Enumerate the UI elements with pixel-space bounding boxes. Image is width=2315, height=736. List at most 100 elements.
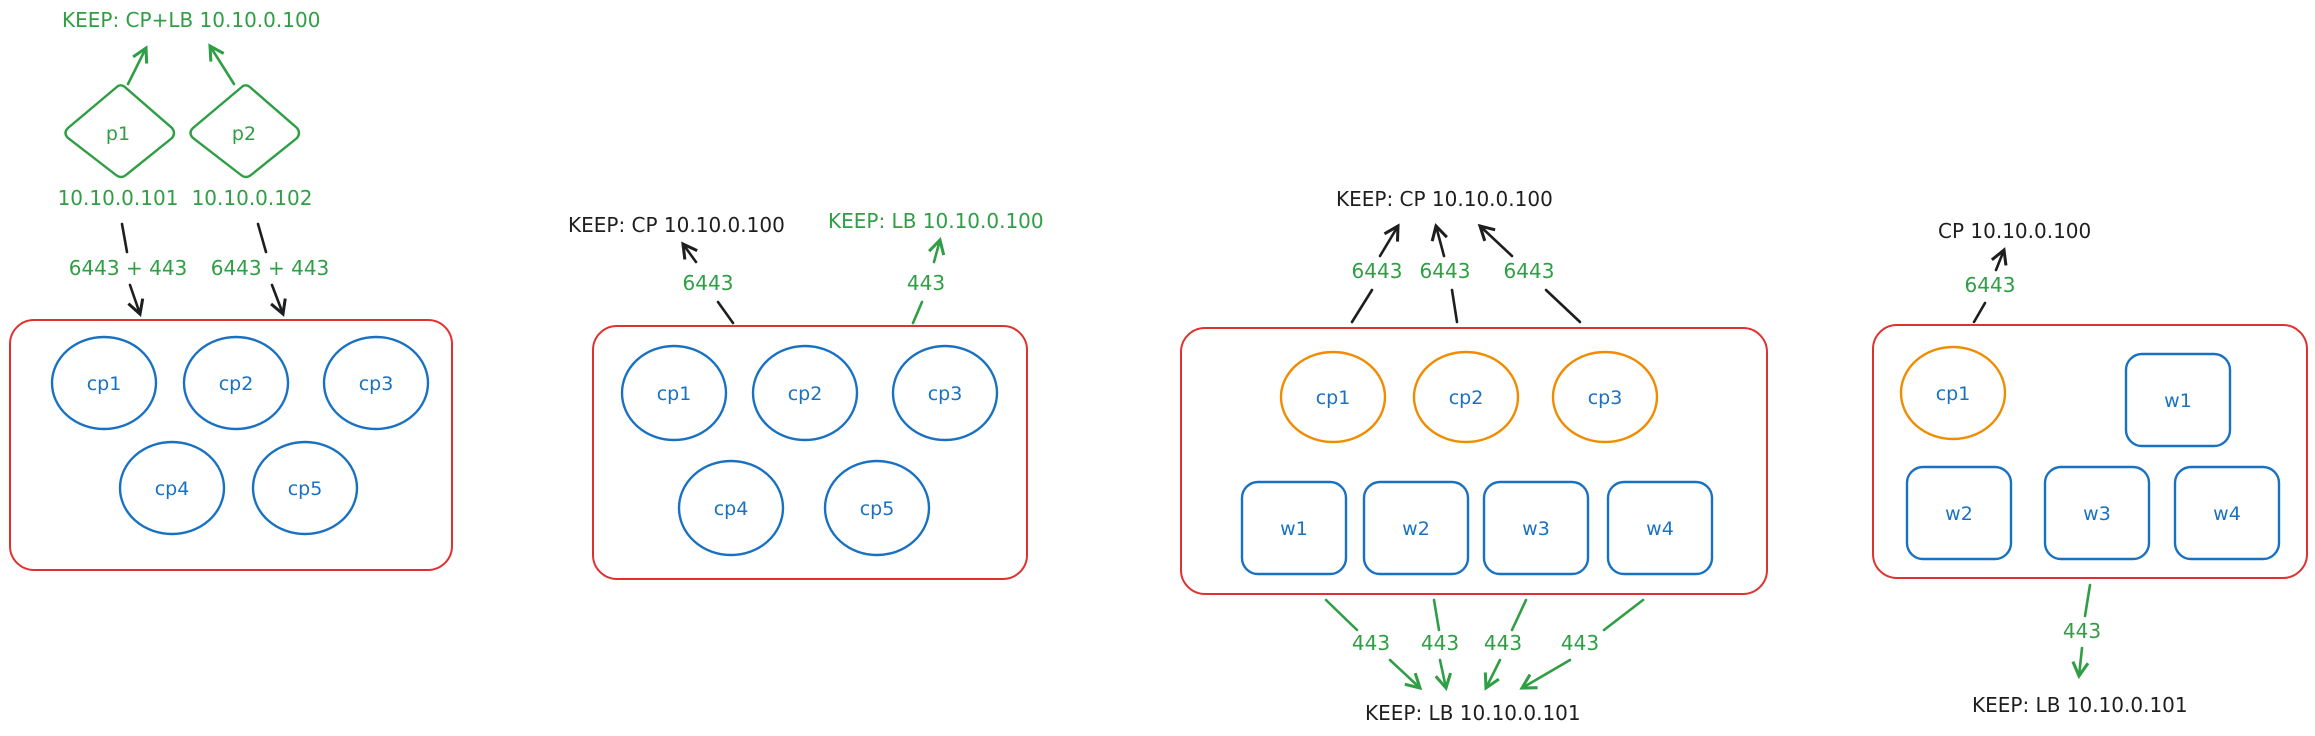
d2-keep-lb-label: KEEP: LB 10.10.0.100 [828,209,1044,233]
d1-proxy1-ip: 10.10.0.101 [58,186,179,210]
d3-worker-w3 [1482,480,1590,576]
d2-cluster-box [592,325,1028,580]
d1-arrow-p1-down [130,283,140,314]
d2-node-cp1 [620,344,728,442]
d3-node-cp1 [1279,350,1387,444]
diagram-2: KEEP: CP 10.10.0.100 KEEP: LB 10.10.0.10… [568,209,1044,580]
d2-arrow-lb-up [934,240,940,264]
d1-proxy1-label: p1 [106,123,130,145]
d3-line-w1 [1324,598,1359,632]
d1-proxy2-diamond [189,84,301,179]
d3-worker-w1-label: w1 [1280,518,1308,540]
d3-line-w2 [1432,598,1441,632]
d3-cp-port-3: 6443 [1504,259,1555,283]
d1-node-cp3 [322,335,430,431]
d1-node-cp2-label: cp2 [219,373,254,395]
d3-line-w3 [1510,598,1528,632]
d2-node-cp2-label: cp2 [788,383,823,405]
d1-proxy2-label: p2 [232,123,256,145]
d3-worker-w2-label: w2 [1402,518,1430,540]
d1-node-cp5-label: cp5 [288,478,323,500]
d2-line-lb [911,300,924,325]
d1-cluster-box [9,319,453,571]
d3-arrow-cp3-up [1480,226,1514,258]
d1-node-cp1-label: cp1 [87,373,122,395]
d3-node-cp1-label: cp1 [1316,387,1351,409]
d3-line-w4 [1602,598,1645,632]
d3-node-cp3 [1551,350,1659,444]
d2-node-cp5 [823,459,931,557]
d4-worker-w1 [2124,352,2232,448]
d3-arrow-cp2-up [1436,226,1444,258]
d2-node-cp5-label: cp5 [860,498,895,520]
d4-worker-w4 [2173,465,2281,561]
d3-cp-port-2: 6443 [1420,259,1471,283]
d3-arrow-w3-down [1486,658,1502,688]
d1-node-cp3-label: cp3 [359,373,394,395]
d1-node-cp1 [50,335,158,431]
d1-node-cp4-label: cp4 [155,478,190,500]
diagram-3: KEEP: CP 10.10.0.100 6443 6443 6443 cp1 … [1180,187,1768,725]
d3-line-cp2 [1450,288,1459,324]
d3-lb-port-4: 443 [1561,631,1599,655]
d3-keep-lb-label: KEEP: LB 10.10.0.101 [1365,701,1581,725]
d3-node-cp2 [1412,350,1520,444]
d2-arrow-cp-up [683,244,696,264]
d1-line-p2 [256,222,268,254]
d2-node-cp3-label: cp3 [928,383,963,405]
d3-lb-port-2: 443 [1421,631,1459,655]
d2-cp-port: 6443 [683,271,734,295]
d4-lb-port: 443 [2063,619,2101,643]
d3-keep-cp-label: KEEP: CP 10.10.0.100 [1336,187,1553,211]
d1-node-cp2 [182,335,290,431]
d1-node-cp4 [118,440,226,536]
d2-node-cp3 [891,344,999,442]
d4-worker-w2-label: w2 [1945,503,1973,525]
d4-arrow-lb-down [2079,646,2082,676]
d3-arrow-cp1-up [1378,226,1398,258]
d4-worker-w3-label: w3 [2083,503,2111,525]
d4-line-lb [2083,583,2092,618]
d4-cluster-box [1872,324,2308,579]
d3-cp-port-1: 6443 [1352,259,1403,283]
d1-proxy2-ports: 6443 + 443 [211,256,330,280]
d2-node-cp4-label: cp4 [714,498,749,520]
d1-arrow-p2-down [272,283,283,314]
d3-line-cp1 [1350,288,1374,324]
d4-cp-label: CP 10.10.0.100 [1938,219,2091,243]
d3-arrow-w1-down [1388,658,1420,688]
d1-line-p1 [120,222,129,254]
d4-line-cp [1972,301,1987,324]
diagram-4: CP 10.10.0.100 6443 cp1 w1 w2 w3 w4 443 … [1872,219,2308,717]
d3-worker-w2 [1362,480,1470,576]
d3-worker-w3-label: w3 [1522,518,1550,540]
d1-node-cp5 [251,440,359,536]
d1-proxy1-ports: 6443 + 443 [69,256,188,280]
d3-lb-port-1: 443 [1352,631,1390,655]
d2-lb-port: 443 [907,271,945,295]
d1-arrow-p1-up [126,48,146,86]
d4-node-cp1-label: cp1 [1936,383,1971,405]
d4-node-cp1 [1899,345,2007,441]
d4-arrow-cp-up [1996,250,2004,272]
d2-line-cp [716,300,735,325]
d3-arrow-w4-down [1522,658,1572,688]
d3-cluster-box [1180,327,1768,595]
d2-node-cp2 [751,344,859,442]
d2-keep-cp-label: KEEP: CP 10.10.0.100 [568,213,785,237]
d4-worker-w1-label: w1 [2164,390,2192,412]
d3-arrow-w2-down [1440,658,1446,688]
d3-worker-w1 [1240,480,1348,576]
d3-node-cp2-label: cp2 [1449,387,1484,409]
d1-keep-label: KEEP: CP+LB 10.10.0.100 [62,8,320,32]
d4-worker-w4-label: w4 [2213,503,2241,525]
d3-lb-port-3: 443 [1484,631,1522,655]
d2-node-cp1-label: cp1 [657,383,692,405]
d4-cp-port: 6443 [1965,273,2016,297]
d2-node-cp4 [677,459,785,557]
d1-arrow-p2-up [210,46,236,86]
diagram-1: KEEP: CP+LB 10.10.0.100 p1 p2 10.10.0.10… [9,8,453,571]
d1-proxy1-diamond [64,84,176,179]
